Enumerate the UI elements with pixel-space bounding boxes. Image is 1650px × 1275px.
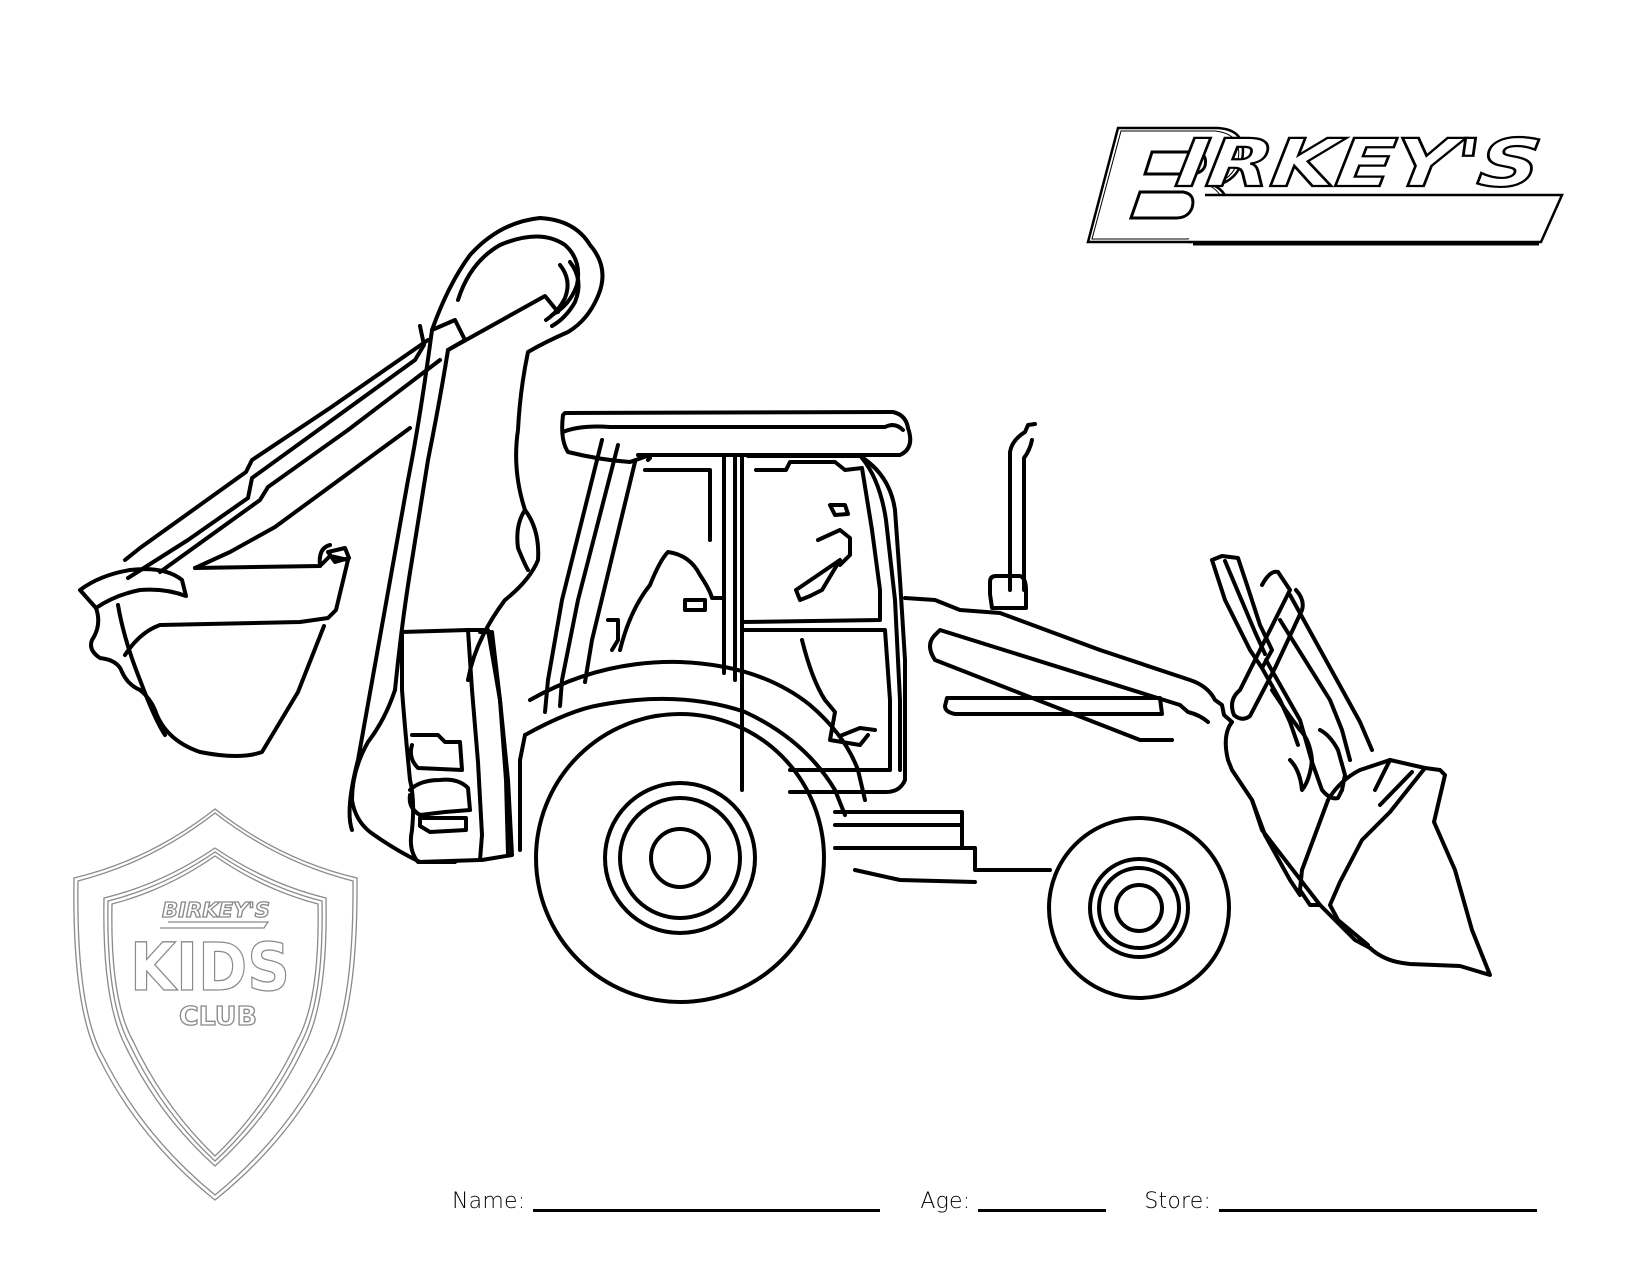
entry-form: Name: Age: Store: [452, 1184, 1538, 1214]
store-label: Store: [1144, 1189, 1212, 1214]
name-label: Name: [452, 1189, 526, 1214]
logo-wordmark: IRKEY'S [1172, 124, 1545, 202]
backhoe-loader-illustration [78, 216, 1492, 1004]
age-field[interactable] [978, 1189, 1107, 1212]
badge-brand-text: BIRKEY'S [162, 898, 270, 922]
store-field[interactable] [1219, 1189, 1538, 1212]
badge-subtitle-club: CLUB [179, 1002, 257, 1032]
age-label: Age: [920, 1189, 971, 1214]
birkeys-logo: IRKEY'S [1086, 123, 1564, 246]
badge-title-kids: KIDS [130, 929, 290, 1006]
name-field[interactable] [533, 1189, 881, 1212]
kids-club-shield-badge: BIRKEY'S KIDS CLUB [73, 808, 358, 1201]
